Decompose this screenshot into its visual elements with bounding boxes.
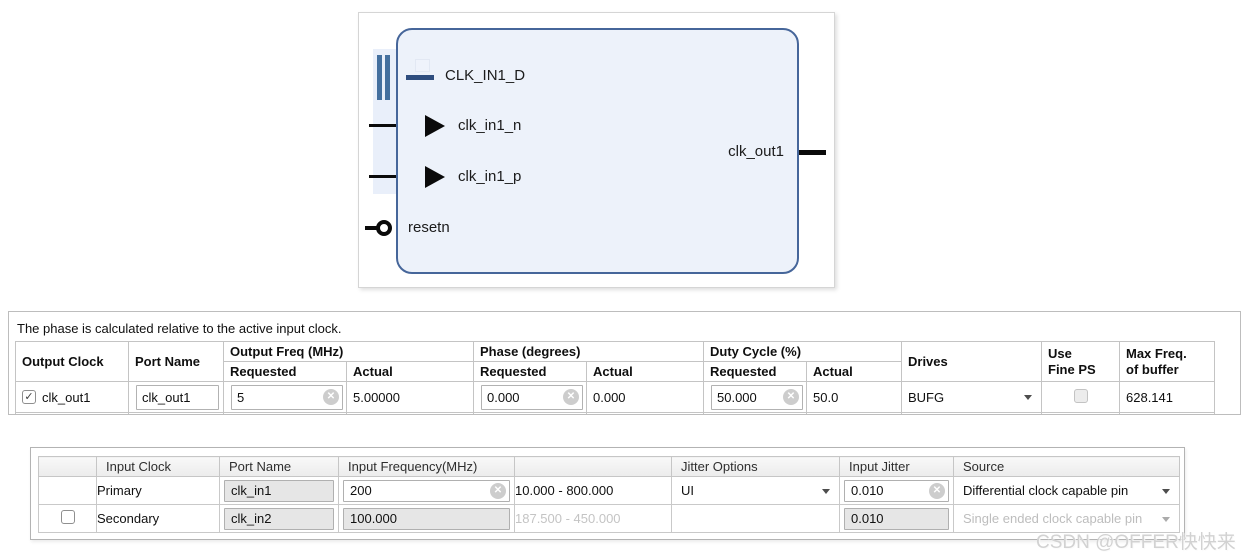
input-clocks-panel: Input Clock Port Name Input Frequency(MH… <box>30 447 1185 540</box>
primary-port-name-box: clk_in1 <box>224 479 334 502</box>
primary-jitter-input[interactable] <box>845 480 926 501</box>
primary-freq-input[interactable] <box>344 480 487 501</box>
clear-icon[interactable]: ✕ <box>323 389 339 405</box>
port-label-clk-in1-n: clk_in1_n <box>458 117 522 134</box>
primary-label: Primary <box>96 476 220 505</box>
col-header-input-jitter: Input Jitter <box>839 456 954 477</box>
primary-freq-range: 10.000 - 800.000 <box>514 476 672 505</box>
col-group-output-freq: Output Freq (MHz) <box>223 341 474 362</box>
chevron-down-icon <box>1162 488 1170 494</box>
primary-source-value: Differential clock capable pin <box>963 483 1129 498</box>
drives-value: BUFG <box>908 389 945 405</box>
secondary-label: Secondary <box>96 504 220 533</box>
col-group-duty-cycle: Duty Cycle (%) <box>703 341 902 362</box>
clocking-wizard-block <box>396 28 799 274</box>
interface-ghost-icon <box>415 59 430 72</box>
port-label-clk-out1: clk_out1 <box>728 143 784 160</box>
port-label-clk-in1-d: CLK_IN1_D <box>445 67 526 84</box>
output-clocks-table: Output Clock Port Name Output Freq (MHz)… <box>15 341 1215 414</box>
input-clocks-table: Input Clock Port Name Input Frequency(MH… <box>38 456 1180 533</box>
chevron-down-icon <box>822 488 830 494</box>
phase-requested-input[interactable] <box>482 385 560 409</box>
clk-in1-p-stub <box>369 175 396 178</box>
jitter-options-value: UI <box>681 483 694 498</box>
clear-icon[interactable]: ✕ <box>783 389 799 405</box>
secondary-clock-row: Secondary clk_in2 100.000 187.500 - 450.… <box>38 504 1180 533</box>
col-header-phase-requested: Requested <box>473 361 587 382</box>
col-header-duty-actual: Actual <box>806 361 902 382</box>
col-header-freq-actual: Actual <box>346 361 474 382</box>
col-header-input-freq: Input Frequency(MHz) <box>338 456 515 477</box>
freq-actual-value: 5.00000 <box>346 381 474 413</box>
secondary-source-combobox: Single ended clock capable pin <box>955 506 1179 532</box>
drives-combobox[interactable]: BUFG <box>908 383 1041 412</box>
secondary-jitter-box: 0.010 <box>844 507 949 530</box>
chevron-down-icon <box>1162 516 1170 522</box>
col-header-input-clock: Input Clock <box>96 456 220 477</box>
col-header-phase-actual: Actual <box>586 361 704 382</box>
secondary-freq-box: 100.000 <box>343 507 510 530</box>
secondary-enable-checkbox[interactable] <box>60 510 75 524</box>
col-header-output-clock: Output Clock <box>15 341 129 382</box>
col-header-source: Source <box>953 456 1180 477</box>
secondary-source-value: Single ended clock capable pin <box>963 511 1143 526</box>
col-group-phase: Phase (degrees) <box>473 341 704 362</box>
clock-triangle-icon <box>425 166 445 188</box>
clock-triangle-icon <box>425 115 445 137</box>
watermark-text: CSDN @OFFER快快来 <box>1036 532 1236 553</box>
output-clock-row: ✓ clk_out1 ✕ 5.00000 ✕ <box>15 381 1215 413</box>
interface-bar-icon <box>377 55 382 100</box>
primary-clock-row: Primary clk_in1 ✕ 10.000 - 800.000 UI ✕ <box>38 476 1180 505</box>
check-icon: ✓ <box>24 391 34 403</box>
clk-in1-d-pin-icon <box>406 75 434 80</box>
clear-icon[interactable]: ✕ <box>490 482 506 499</box>
phase-actual-value: 0.000 <box>586 381 704 413</box>
clk-in1-n-stub <box>369 124 396 127</box>
active-low-bubble-icon <box>376 220 392 236</box>
output-clock-name: clk_out1 <box>42 389 91 405</box>
col-header-jitter-options: Jitter Options <box>671 456 840 477</box>
col-header-port-name: Port Name <box>128 341 224 382</box>
primary-source-combobox[interactable]: Differential clock capable pin <box>955 478 1179 504</box>
secondary-port-name-box: clk_in2 <box>224 507 334 530</box>
col-header-duty-requested: Requested <box>703 361 807 382</box>
chevron-down-icon <box>1024 395 1032 400</box>
resetn-stub <box>365 226 378 230</box>
secondary-freq-range: 187.500 - 450.000 <box>514 504 672 533</box>
port-label-clk-in1-p: clk_in1_p <box>458 168 522 185</box>
duty-actual-value: 50.0 <box>806 381 902 413</box>
clear-icon[interactable]: ✕ <box>929 482 945 499</box>
clk-out1-stub <box>799 150 826 155</box>
col-header-drives: Drives <box>901 341 1042 382</box>
port-name-input[interactable] <box>137 385 218 409</box>
port-label-resetn: resetn <box>408 219 450 236</box>
max-freq-value: 628.141 <box>1119 381 1215 413</box>
col-header-freq-requested: Requested <box>223 361 347 382</box>
interface-bar-icon <box>385 55 390 100</box>
output-clocks-panel: The phase is calculated relative to the … <box>8 311 1241 415</box>
jitter-options-combobox[interactable]: UI <box>673 478 839 504</box>
col-header-enable <box>38 456 97 477</box>
clear-icon[interactable]: ✕ <box>563 389 579 405</box>
clipped-next-row <box>15 412 1215 414</box>
clk-out1-enable-checkbox[interactable]: ✓ <box>22 390 36 404</box>
col-header-max-freq: Max Freq. of buffer <box>1119 341 1215 382</box>
phase-note: The phase is calculated relative to the … <box>17 321 342 336</box>
col-header-port-name: Port Name <box>219 456 339 477</box>
ip-block-diagram-panel: CLK_IN1_D clk_in1_n clk_in1_p resetn clk… <box>358 12 835 288</box>
freq-requested-input[interactable] <box>232 385 320 409</box>
duty-requested-input[interactable] <box>712 385 780 409</box>
use-fine-ps-checkbox[interactable] <box>1073 388 1088 403</box>
col-header-freq-range <box>514 456 672 477</box>
col-header-use-fine-ps: Use Fine PS <box>1041 341 1120 382</box>
